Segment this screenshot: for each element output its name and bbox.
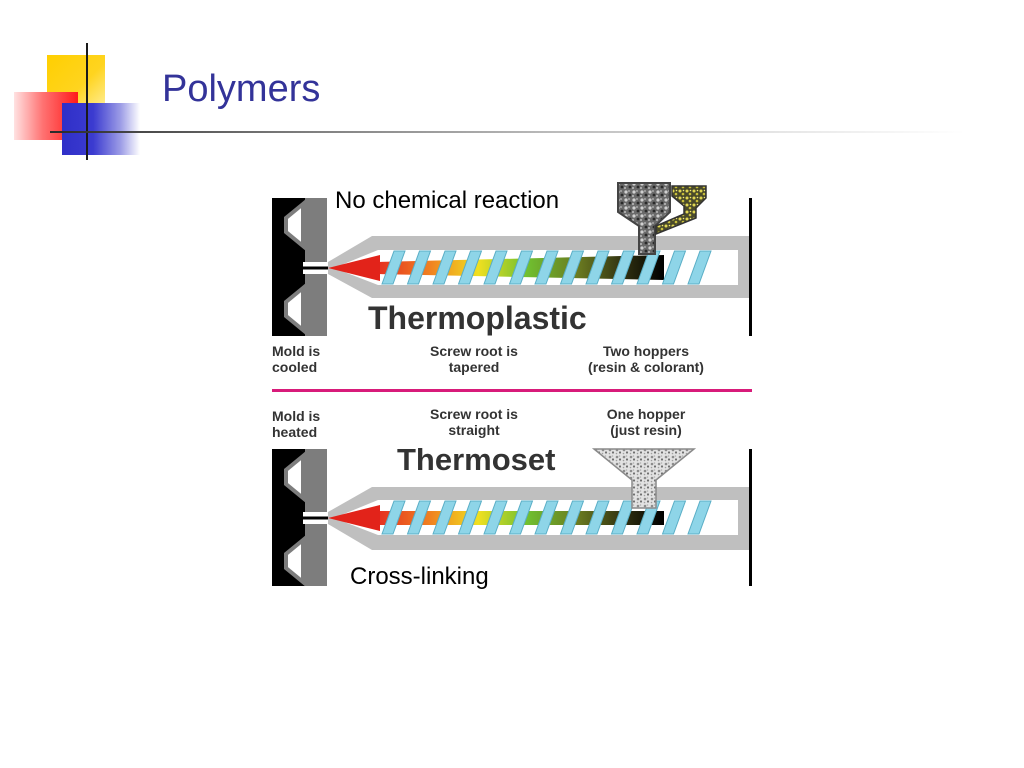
screw-flight (381, 500, 406, 535)
screw-flight (432, 250, 457, 285)
note-cross-linking: Cross-linking (350, 563, 489, 590)
screw-flight (432, 500, 457, 535)
slide-title: Polymers (162, 68, 321, 110)
screw-flight (636, 500, 661, 535)
screw-flight (508, 250, 534, 285)
screw-label-line: Screw root is (430, 343, 518, 359)
screw-flight (661, 250, 687, 285)
note-no-chemical-reaction: No chemical reaction (335, 187, 560, 214)
screw-flight (508, 500, 534, 535)
screw-flight (406, 250, 432, 285)
label-thermoset: Thermoset (397, 442, 556, 477)
nozzle-melt-arrow (328, 505, 380, 531)
mold-heated-label: Mold is heated (272, 408, 320, 440)
screw-flight (483, 250, 508, 285)
hopper-label-line: (resin & colorant) (588, 359, 704, 375)
title-underline (50, 131, 965, 133)
screw-label-line: tapered (448, 359, 500, 375)
screw-flights (381, 500, 712, 535)
screw-flight (610, 250, 636, 285)
screw-flight (585, 500, 610, 535)
screw-flight (534, 500, 559, 535)
section-divider (272, 389, 752, 392)
one-hopper-label: One hopper (just resin) (576, 406, 716, 438)
mold-cooled (272, 198, 330, 336)
screw-flight (534, 250, 559, 285)
mold-heated (272, 449, 330, 587)
screw-flights (381, 250, 712, 285)
screw-label-line: Screw root is (430, 406, 518, 422)
screw-flight (687, 500, 712, 535)
machine-end-line (749, 198, 752, 336)
screw-flight (559, 500, 585, 535)
screw-flight (559, 250, 585, 285)
logo-blue-square (62, 103, 140, 155)
hopper-label-line: One hopper (606, 406, 686, 422)
resin-hopper (591, 448, 697, 509)
screw-flight (661, 500, 687, 535)
thermoplastic-machine (272, 182, 752, 336)
screw-flight (483, 500, 508, 535)
screw-flight (636, 250, 661, 285)
screw-flight (585, 250, 610, 285)
mold-label-line: cooled (272, 359, 318, 375)
injection-molding-diagram (272, 182, 752, 587)
screw-flight (406, 500, 432, 535)
label-thermoplastic: Thermoplastic (368, 300, 587, 336)
two-hoppers-label: Two hoppers (resin & colorant) (576, 343, 716, 375)
screw-flight (457, 250, 483, 285)
hopper-label-line: (just resin) (610, 422, 682, 438)
machine-end-line (749, 449, 752, 586)
colorant-hopper (655, 185, 707, 236)
logo-vertical-line (86, 43, 88, 160)
screw-label-line: straight (448, 422, 500, 438)
mold-label-line: Mold is (272, 343, 321, 359)
hopper-label-line: Two hoppers (602, 343, 690, 359)
nozzle-melt-arrow (328, 255, 380, 281)
screw-flight (687, 250, 712, 285)
mold-label-line: Mold is (272, 408, 321, 424)
screw-flight (457, 500, 483, 535)
mold-cooled-label: Mold is cooled (272, 343, 320, 375)
mold-label-line: heated (272, 424, 318, 440)
screw-flight (381, 250, 406, 285)
resin-hopper (617, 182, 671, 255)
thermoset-machine (272, 448, 752, 587)
screw-straight-label: Screw root is straight (414, 406, 534, 438)
screw-tapered-label: Screw root is tapered (414, 343, 534, 375)
